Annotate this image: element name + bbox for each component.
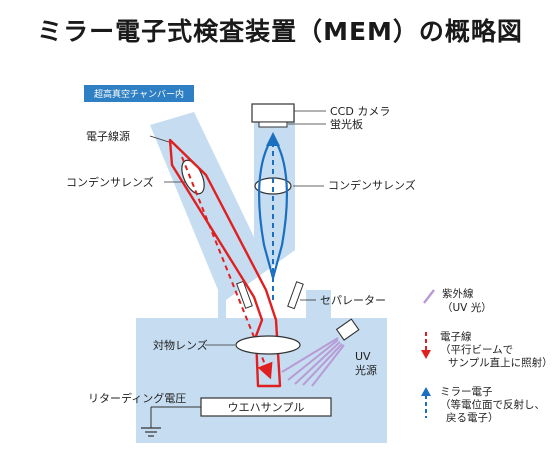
legend-electron-line1: 電子線 <box>440 330 472 343</box>
legend: 紫外線 （UV 光） 電子線 （平行ビームで サンプル直上に照射） ミラー電子 … <box>421 287 553 424</box>
separator-left <box>236 280 253 309</box>
separator-label: セパレーター <box>320 294 386 307</box>
uv-source-label-2: 光源 <box>355 363 377 377</box>
condenser-right-label: コンデンサレンズ <box>328 178 416 192</box>
screen-label: 蛍光板 <box>330 117 363 131</box>
uv-source-label-1: UV <box>355 350 371 363</box>
objective-lens <box>235 335 301 355</box>
legend-electron-line3: サンプル直上に照射） <box>448 356 553 369</box>
ccd-camera <box>251 103 295 123</box>
fluorescent-screen <box>258 121 288 128</box>
objective-label: 対物レンズ <box>153 338 208 352</box>
ccd-label: CCD カメラ <box>330 105 390 118</box>
separator-right <box>287 281 304 310</box>
legend-mirror-line2: （等電位面で反射し、 <box>440 398 545 411</box>
condenser-left-label: コンデンサレンズ <box>66 175 154 189</box>
legend-uv-line2: （UV 光） <box>442 301 492 314</box>
uv-light-source <box>281 318 360 387</box>
ground-icon <box>141 427 161 437</box>
legend-uv-line1: 紫外線 <box>442 287 474 300</box>
legend-electron-line2: （平行ビームで <box>440 343 513 356</box>
chamber-label-box <box>84 85 194 102</box>
electron-source-label: 電子線源 <box>86 129 130 143</box>
legend-uv-icon <box>423 289 435 304</box>
wafer-label: ウエハサンプル <box>228 401 305 414</box>
retarding-label: リターディング電圧 <box>88 391 186 405</box>
legend-mirror-line1: ミラー電子 <box>440 386 493 398</box>
chamber-label: 超高真空チャンバー内 <box>94 88 184 100</box>
page-title: ミラー電子式検査装置（MEM）の概略図 <box>37 17 523 46</box>
legend-mirror-line3: 戻る電子） <box>446 411 499 424</box>
